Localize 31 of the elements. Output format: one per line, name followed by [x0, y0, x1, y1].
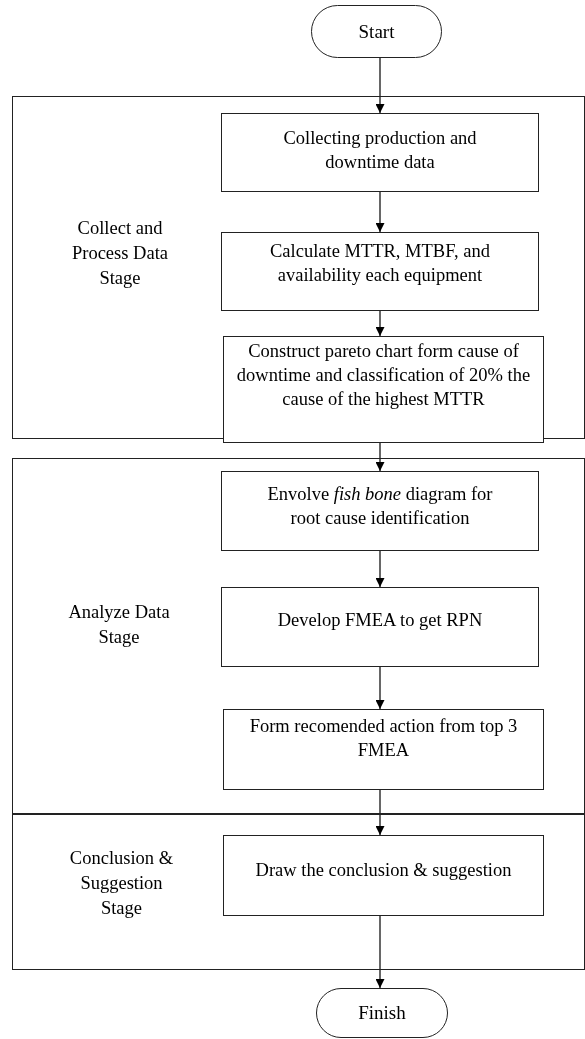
arrow	[375, 789, 385, 836]
step-text: Calculate MTTR, MTBF, and availability each equipment	[269, 240, 491, 288]
process-box	[221, 471, 539, 551]
arrow	[375, 442, 385, 472]
arrow	[375, 666, 385, 710]
stage-label: Conclusion & Suggestion Stage	[68, 847, 175, 920]
terminal-shape	[311, 5, 442, 58]
process-box	[221, 232, 539, 311]
process-box	[223, 336, 544, 443]
process-box	[221, 113, 539, 192]
stage-label: Analyze Data Stage	[67, 601, 171, 649]
terminal-label: Start	[358, 20, 395, 43]
terminal-label: Finish	[358, 1002, 406, 1024]
step-text: Construct pareto chart form cause of downtime and classification of 20% the cause of the highest MTTR	[235, 340, 532, 412]
process-box	[221, 587, 539, 667]
arrow	[375, 57, 385, 114]
process-box	[223, 835, 544, 916]
stage-label: Collect and Process Data Stage	[70, 217, 170, 290]
stage-band	[12, 458, 585, 814]
process-box	[223, 709, 544, 790]
step-text: Form recomended action from top 3 FMEA	[248, 715, 519, 763]
step-text: Collecting production and downtime data	[282, 127, 478, 175]
arrow	[375, 191, 385, 233]
arrow	[375, 915, 385, 989]
step-text: Draw the conclusion & suggestion	[255, 859, 512, 882]
step-text: Develop FMEA to get RPN	[277, 609, 483, 632]
terminal-shape	[316, 988, 448, 1038]
arrow	[375, 550, 385, 588]
stage-band	[12, 814, 585, 970]
step-text: Envolve fish bone diagram for root cause identification	[266, 483, 494, 531]
arrow	[375, 310, 385, 337]
